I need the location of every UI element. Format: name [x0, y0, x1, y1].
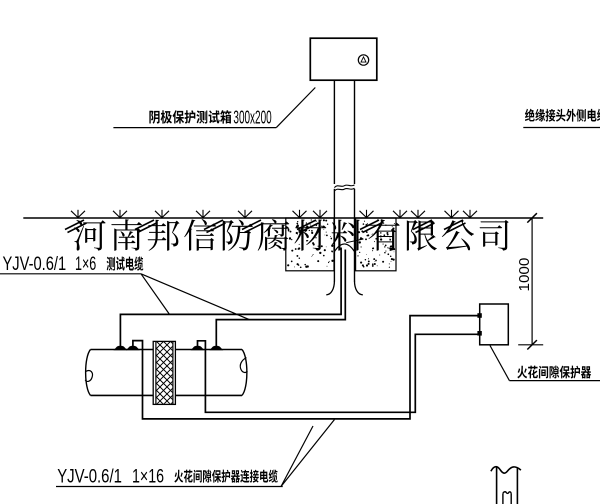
- svg-text:YJV-0.6/1: YJV-0.6/1: [57, 464, 122, 486]
- svg-text:1000: 1000: [516, 258, 533, 292]
- svg-text:YJV-0.6/1: YJV-0.6/1: [3, 252, 67, 275]
- svg-text:300x200: 300x200: [233, 107, 271, 128]
- svg-text:1×6: 1×6: [75, 253, 96, 274]
- svg-text:1×16: 1×16: [132, 465, 164, 487]
